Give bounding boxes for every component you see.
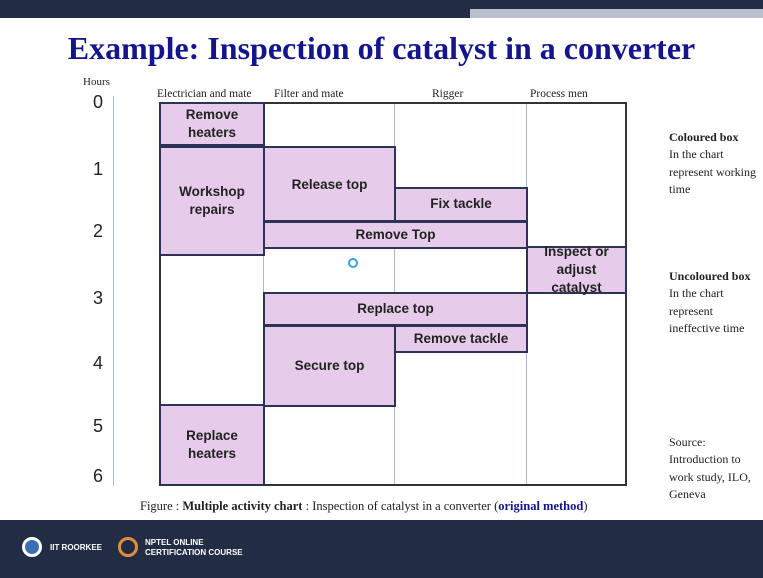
hour-tick-6: 6 <box>93 466 104 486</box>
legend-uncoloured-title: Uncoloured box <box>669 269 751 283</box>
caption-bold: Multiple activity chart <box>182 499 303 513</box>
slide-title: Example: Inspection of catalyst in a con… <box>67 30 696 66</box>
column-header-process: Process men <box>530 88 588 100</box>
legend-coloured: Coloured box In the chart represent work… <box>669 129 761 199</box>
nptel-logo-icon <box>118 537 138 557</box>
cursor-marker <box>348 258 358 268</box>
hour-tick-1: 1 <box>93 159 104 179</box>
caption-highlight: original method <box>498 499 584 513</box>
footer-org-2-line-1: NPTEL ONLINE <box>145 538 204 547</box>
top-bar-accent <box>470 9 763 18</box>
hours-axis-label: Hours <box>83 76 110 88</box>
activity-secure-top: Secure top <box>263 325 396 407</box>
hour-tick-0: 0 <box>93 92 104 112</box>
iit-logo-icon <box>22 537 42 557</box>
hours-axis-line <box>113 96 114 486</box>
activity-fix-tackle: Fix tackle <box>394 187 528 222</box>
activity-replace-top: Replace top <box>263 292 528 326</box>
footer-bar <box>0 520 763 578</box>
caption-middle: : Inspection of catalyst in a converter … <box>302 499 499 513</box>
activity-chart-frame <box>159 102 627 486</box>
activity-remove-tackle: Remove tackle <box>394 325 528 353</box>
caption-prefix: Figure : <box>140 499 183 513</box>
caption-suffix: ) <box>583 499 588 513</box>
activity-replace-heaters: Replace heaters <box>159 404 265 486</box>
activity-remove-heaters: Remove heaters <box>159 102 265 146</box>
legend-uncoloured: Uncoloured box In the chart represent in… <box>669 268 761 338</box>
hour-tick-5: 5 <box>93 416 104 436</box>
activity-remove-top: Remove Top <box>263 221 528 249</box>
column-header-rigger: Rigger <box>432 88 464 100</box>
legend-coloured-title: Coloured box <box>669 130 739 144</box>
hour-tick-2: 2 <box>93 221 104 241</box>
footer-org-2-line-2: CERTIFICATION COURSE <box>145 548 243 557</box>
column-header-filter: Filter and mate <box>274 88 344 100</box>
column-header-electrician: Electrician and mate <box>157 88 252 100</box>
activity-inspect-catalyst: Inspect or adjust catalyst <box>526 244 627 295</box>
activity-release-top: Release top <box>263 146 396 222</box>
legend-source: Source: Introduction to work study, ILO,… <box>669 435 751 502</box>
activity-workshop-repairs: Workshop repairs <box>159 146 265 256</box>
hour-tick-4: 4 <box>93 353 104 373</box>
legend-uncoloured-text: In the chart represent ineffective time <box>669 286 745 336</box>
footer-org-1: IIT ROORKEE <box>50 543 103 552</box>
legend-coloured-text: In the chart represent working time <box>669 147 756 197</box>
top-bar <box>0 0 763 18</box>
figure-caption: Figure : Multiple activity chart : Inspe… <box>140 499 588 514</box>
hour-tick-3: 3 <box>93 288 104 308</box>
